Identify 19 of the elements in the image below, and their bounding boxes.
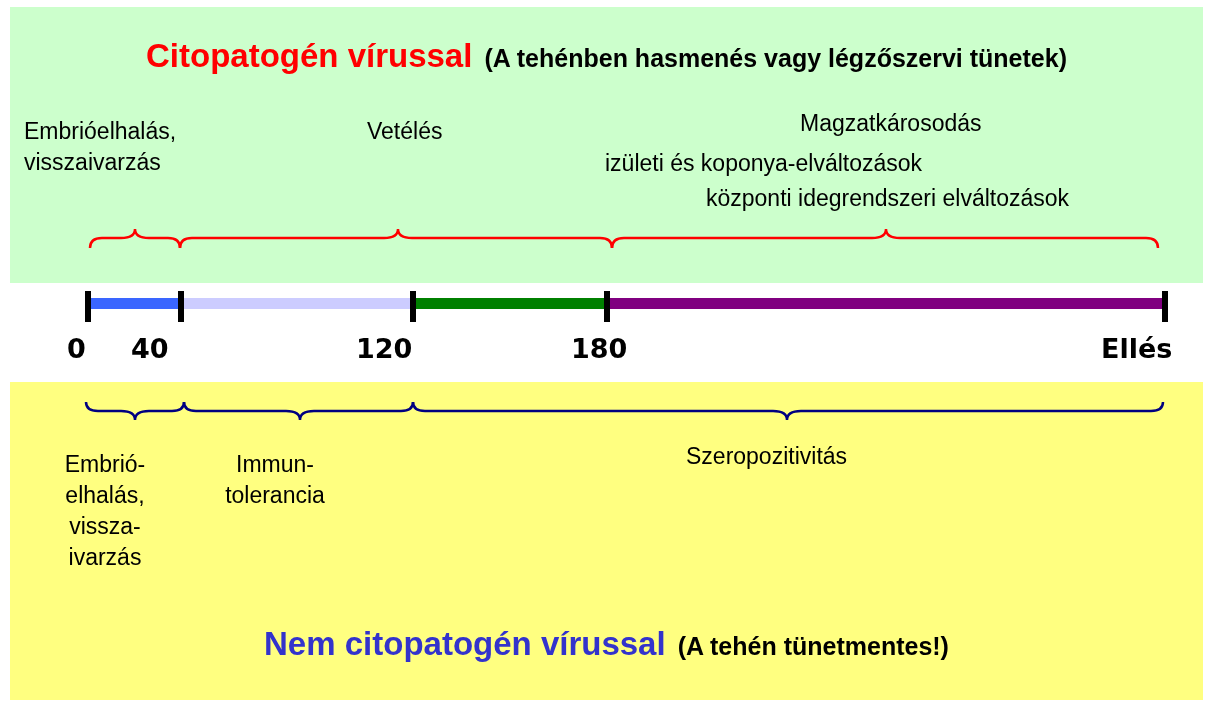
annotation-text: izületi és koponya-elváltozások	[605, 149, 923, 178]
tick-label: 40	[131, 333, 169, 365]
band-subtitle: (A tehénben hasmenés vagy légzőszervi tünetek)	[484, 44, 1067, 73]
tick-label: Ellés	[1101, 333, 1173, 365]
annotation-text: központi idegrendszeri elváltozások	[706, 184, 1070, 213]
tick-label: 180	[571, 333, 628, 365]
background-band	[10, 382, 1203, 700]
background-band	[10, 7, 1203, 283]
annotation-text: Immun- tolerancia	[224, 450, 326, 510]
tick-label: 0	[67, 333, 86, 365]
tick-label: 120	[356, 333, 413, 365]
annotation-text: Vetélés	[367, 117, 443, 146]
annotation-text: Embrió- elhalás, vissza- ivarzás	[63, 450, 147, 572]
band-title: Nem citopatogén vírussal	[264, 625, 666, 663]
annotation-text: Szeropozitivitás	[686, 442, 848, 471]
band-subtitle: (A tehén tünetmentes!)	[677, 632, 949, 661]
annotation-text: Embrióelhalás, visszaivarzás	[24, 117, 178, 177]
band-title: Citopatogén vírussal	[146, 37, 473, 75]
annotation-text: Magzatkárosodás	[800, 109, 982, 138]
